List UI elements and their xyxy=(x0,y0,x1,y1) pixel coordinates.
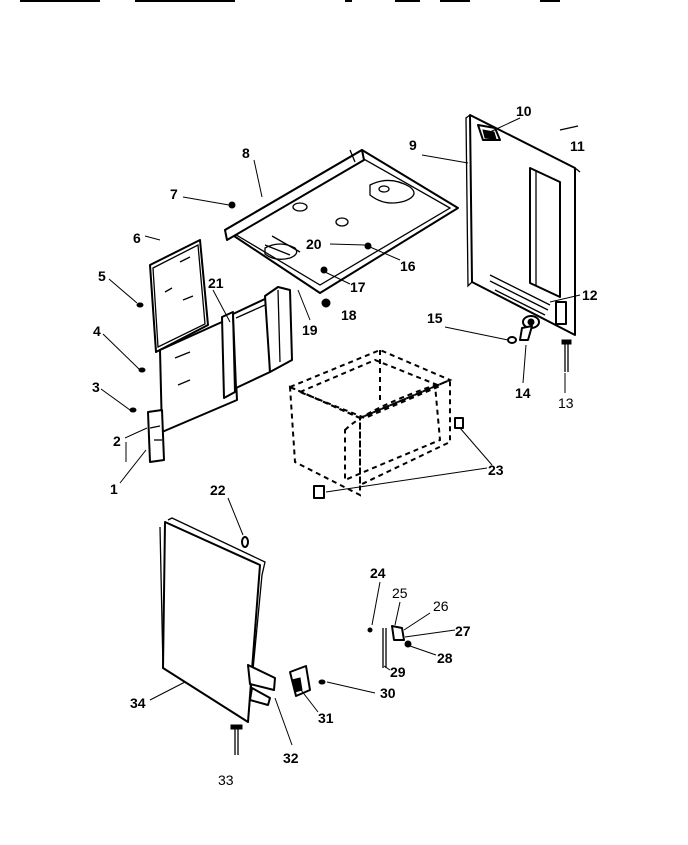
label-16: 16 xyxy=(400,258,416,274)
label-28: 28 xyxy=(437,650,453,666)
side-panel-part-9 xyxy=(465,114,581,336)
back-panel-part-6 xyxy=(149,239,209,353)
label-15: 15 xyxy=(427,310,443,326)
label-3: 3 xyxy=(92,379,100,395)
label-17: 17 xyxy=(350,279,366,295)
hinge-parts-30-31 xyxy=(289,665,326,697)
label-33: 33 xyxy=(218,772,234,788)
label-10: 10 xyxy=(516,103,532,119)
hardware-22-33 xyxy=(230,536,249,755)
label-6: 6 xyxy=(133,230,141,246)
label-5: 5 xyxy=(98,268,106,284)
label-23: 23 xyxy=(488,462,504,478)
label-4: 4 xyxy=(93,323,101,339)
label-19: 19 xyxy=(302,322,318,338)
label-2: 2 xyxy=(113,433,121,449)
top-panel-part-8 xyxy=(224,149,459,294)
label-29: 29 xyxy=(390,664,406,680)
label-7: 7 xyxy=(170,186,178,202)
label-20: 20 xyxy=(306,236,322,252)
label-13: 13 xyxy=(558,395,574,411)
label-18: 18 xyxy=(341,307,357,323)
label-34: 34 xyxy=(130,695,146,711)
label-11: 11 xyxy=(570,138,585,154)
latch-parts-24-29 xyxy=(367,625,412,668)
label-21: 21 xyxy=(208,275,224,291)
screws-3-4-5-7 xyxy=(129,201,372,413)
part-11-mark xyxy=(559,125,579,131)
label-31: 31 xyxy=(318,710,334,726)
label-22: 22 xyxy=(210,482,226,498)
label-12: 12 xyxy=(582,287,598,303)
front-frame-parts-1-2-21 xyxy=(147,286,293,463)
label-1: 1 xyxy=(110,481,118,497)
label-24: 24 xyxy=(370,565,386,581)
door-part-34 xyxy=(159,517,276,723)
label-30: 30 xyxy=(380,685,396,701)
label-14: 14 xyxy=(515,385,531,401)
oven-cavity-dashed xyxy=(287,348,464,499)
label-25: 25 xyxy=(392,585,408,601)
label-8: 8 xyxy=(242,145,250,161)
label-32: 32 xyxy=(283,750,299,766)
label-26: 26 xyxy=(433,598,449,614)
leader-lines xyxy=(100,117,581,746)
label-9: 9 xyxy=(409,137,417,153)
label-27: 27 xyxy=(455,623,471,639)
hardware-13-14-15 xyxy=(507,315,572,372)
callout-labels: 1 2 3 4 5 6 7 8 9 10 11 12 13 14 15 16 1… xyxy=(92,103,598,788)
